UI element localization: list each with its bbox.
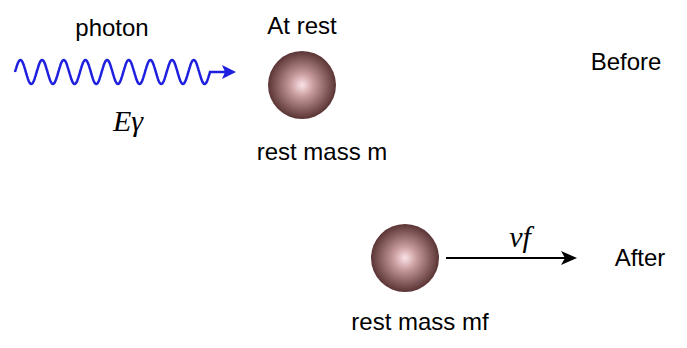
stage-label: Before: [591, 49, 662, 75]
energy-symbol: Eγ: [113, 104, 143, 137]
particle-before: [268, 51, 336, 119]
photon-arrowhead: [222, 65, 236, 79]
photon-label: photon: [75, 15, 148, 41]
mass-label: rest mass m: [257, 139, 388, 165]
mass-label: rest mass mf: [351, 309, 488, 335]
particle-after: [371, 224, 439, 292]
photon-wave: [15, 60, 226, 84]
velocity-symbol: vf: [509, 220, 531, 253]
velocity-arrowhead: [561, 251, 577, 265]
stage-label: After: [615, 245, 666, 271]
velocity-arrow: [446, 257, 566, 259]
state-label: At rest: [267, 13, 336, 39]
